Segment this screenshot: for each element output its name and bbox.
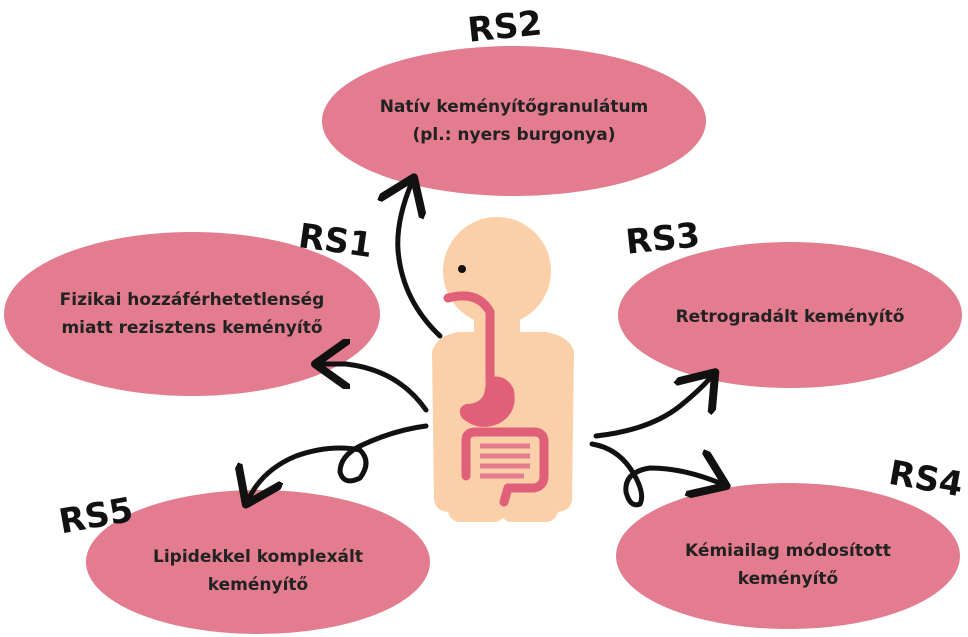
rs5-text-line2: keményítő [208, 575, 308, 595]
rs4-text-line1: Kémiailag módosított [685, 541, 891, 561]
rs2-text-line1: Natív keményítőgranulátum [380, 97, 649, 117]
arrow-to-rs3 [596, 376, 712, 436]
arrow-to-rs2 [398, 182, 440, 336]
rs1-text-line1: Fizikai hozzáférhetetlenség [60, 290, 325, 310]
rs3-text-line1: Retrogradált keményítő [676, 307, 905, 327]
rs5-text-line1: Lipidekkel komplexált [153, 547, 363, 567]
rs1-text-line2: miatt rezisztens keményítő [61, 318, 322, 338]
arrow-to-rs1 [320, 364, 426, 410]
rs2-tag: RS2 [466, 3, 544, 51]
rs4-tag: RS4 [886, 453, 966, 505]
rs4-text-line2: keményítő [738, 569, 838, 589]
figure-torso [432, 332, 574, 512]
rs2-text-line2: (pl.: nyers burgonya) [412, 125, 615, 145]
human-digestive-illustration [432, 217, 574, 522]
node-rs2-ellipse [322, 46, 706, 196]
rs3-tag: RS3 [624, 215, 702, 263]
figure-eye [458, 265, 466, 273]
arrow-to-rs5 [248, 426, 426, 500]
